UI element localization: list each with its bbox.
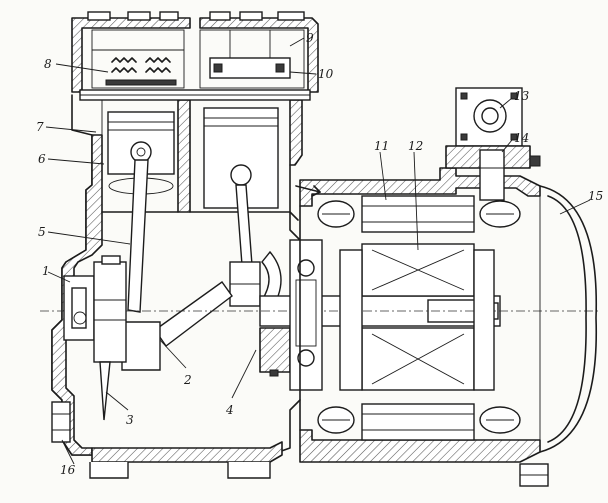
callout-9: 9 [306,31,314,45]
callout-13: 13 [514,89,530,103]
stator [317,195,521,441]
callout-15: 15 [588,189,603,203]
connecting-rods [127,159,261,313]
callout-1: 1 [42,264,50,278]
head-bolts [87,11,305,21]
main-bearing [259,239,323,391]
callout-2: 2 [183,373,192,387]
callout-8: 8 [44,57,52,71]
left-cylinder [101,99,179,213]
gas-flow-arrow [295,185,321,193]
terminal-box [445,87,541,201]
left-wrist-pin [130,141,152,163]
callout-11: 11 [374,139,389,153]
suction-valve-body [209,57,291,79]
discharge-valve-springs [105,57,177,86]
callout-7: 7 [36,120,44,134]
callout-6: 6 [38,152,46,166]
callout-4: 4 [225,403,234,417]
callout-12: 12 [408,139,423,153]
callout-3: 3 [126,413,134,427]
callouts: 8 7 6 5 1 2 3 4 9 10 11 12 13 14 15 16 [36,31,603,477]
callout-5: 5 [38,225,46,239]
callout-10: 10 [318,67,334,81]
cylinder-head [71,11,319,101]
oil-pump-assembly [51,255,127,443]
callout-16: 16 [60,463,76,477]
rotor [339,243,495,391]
callout-14: 14 [514,131,529,145]
